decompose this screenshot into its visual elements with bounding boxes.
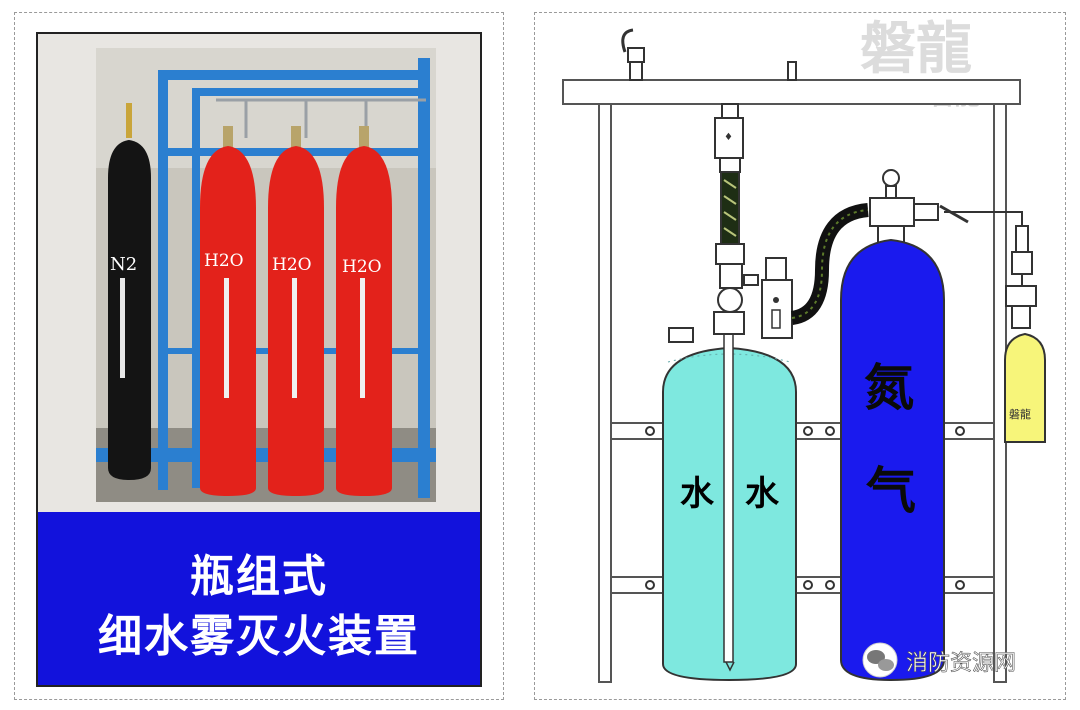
dip-tube <box>723 331 734 663</box>
nitrogen-cylinder-photo: N2 <box>108 103 151 480</box>
water-label-right: 水 <box>745 474 780 514</box>
cylinder-rack-photo: N2 H2O H2O H2O <box>96 48 436 502</box>
h2o-label-2: H2O <box>272 255 312 275</box>
nitrogen-label-bottom: 气 <box>866 462 916 520</box>
water-cylinder-photo-2: H2O <box>268 126 324 496</box>
nitrogen-cylinder: 氮 气 <box>840 225 945 682</box>
source-badge-text: 消防资源网 <box>906 651 1016 676</box>
left-upright <box>598 103 612 683</box>
gas-release-valve <box>761 257 793 339</box>
small-cylinder-label: 磐龍 <box>1009 407 1031 421</box>
caption-box: 瓶组式 细水雾灭火装置 <box>38 512 480 685</box>
small-yellow-cylinder: 磐龍 <box>1004 332 1046 443</box>
h2o-label-3: H2O <box>342 257 382 277</box>
n2-label: N2 <box>110 254 137 275</box>
water-cylinder-photo-1: H2O <box>200 126 256 496</box>
left-panel <box>14 12 504 700</box>
pilot-valve <box>1005 225 1037 329</box>
h2o-label-1: H2O <box>204 251 244 271</box>
vent-fitting-icon <box>787 61 797 81</box>
caption-line-2: 细水雾灭火装置 <box>98 611 420 662</box>
water-label-left: 水 <box>680 474 715 514</box>
top-rail <box>562 79 1021 105</box>
gas-hose <box>790 203 869 325</box>
pressure-switch-icon <box>621 28 645 81</box>
right-panel <box>534 12 1066 700</box>
svg-text:♦: ♦ <box>724 132 733 143</box>
water-cylinder: 水 水 <box>662 327 797 682</box>
nitrogen-label-top: 氮 <box>864 359 914 417</box>
photo-frame: N2 H2O H2O H2O 瓶组式 细水雾灭火装置 <box>36 32 482 687</box>
source-badge: 消防资源网 <box>862 642 1016 678</box>
water-valve-assembly: ♦ <box>713 103 759 335</box>
wechat-icon <box>867 650 885 664</box>
nitrogen-valve-head <box>869 169 969 227</box>
watermark-large: 磐龍 <box>860 17 972 82</box>
caption-line-1: 瓶组式 <box>190 551 328 602</box>
water-cylinder-photo-3: H2O <box>336 126 392 496</box>
